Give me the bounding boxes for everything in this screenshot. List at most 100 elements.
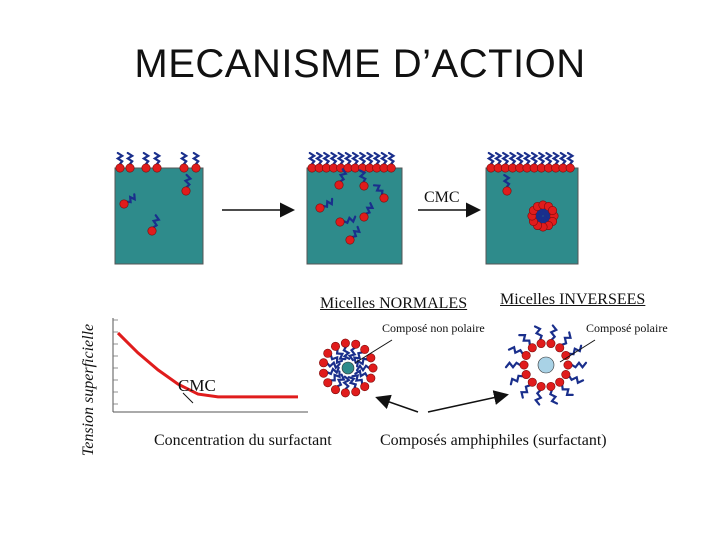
- surfactant-head: [360, 344, 370, 354]
- surfactant-head: [359, 212, 369, 222]
- surfactant-tail: [354, 369, 369, 378]
- surfactant-molecule: [115, 151, 125, 173]
- surfactant-tail: [329, 370, 341, 382]
- surfactant-tail: [542, 209, 551, 219]
- surfactant-head: [368, 363, 378, 373]
- surfactant-tail: [342, 346, 351, 360]
- surfactant-head: [179, 163, 189, 173]
- surfactant-tail: [533, 389, 543, 406]
- surface-surfactants-3: [486, 151, 575, 173]
- surfactant-tail: [544, 151, 553, 166]
- surfactant-head: [502, 186, 512, 196]
- surfactant-head: [315, 203, 325, 213]
- surfactant-tail: [372, 151, 382, 166]
- surfactant-tail: [342, 375, 351, 390]
- surfactant-tail: [329, 354, 344, 365]
- surfactant-tail: [343, 151, 353, 166]
- surfactant-head: [546, 381, 556, 391]
- surfactant-head: [563, 360, 573, 370]
- surface-surfactants-2: [307, 151, 396, 173]
- surfactant-molecule: [125, 151, 135, 173]
- surfactant-tail: [549, 324, 559, 341]
- surfactant-molecule: [141, 151, 151, 173]
- compose-non-polaire-label: Composé non polaire: [382, 321, 485, 335]
- surfactant-molecule: [354, 369, 376, 383]
- surfactant-head: [555, 343, 565, 353]
- surfactant-tail: [329, 151, 338, 166]
- surfactant-tail: [179, 151, 189, 166]
- surfactant-molecule: [315, 197, 334, 213]
- surfactant-molecule: [323, 348, 344, 365]
- surfactant-tail: [508, 151, 517, 166]
- surfactant-head: [340, 338, 350, 348]
- surfactant-head: [125, 163, 135, 173]
- surfactant-tail: [352, 351, 364, 364]
- x-axis-label: Concentration du surfactant: [154, 432, 332, 449]
- surfactant-molecule: [355, 363, 378, 373]
- cmc-pointer: [182, 392, 194, 404]
- surfactant-head: [345, 235, 355, 245]
- surfactant-molecule: [542, 206, 558, 219]
- surfactant-head: [555, 377, 565, 387]
- surfactant-tail: [379, 151, 389, 166]
- surfactant-molecule: [500, 151, 510, 173]
- surfactant-molecule: [386, 151, 396, 173]
- surfactant-tail: [336, 373, 346, 388]
- nonpolar-pointer: [354, 339, 393, 364]
- surfactant-molecule: [522, 151, 532, 173]
- surfactant-head: [152, 163, 162, 173]
- surfactant-tail: [551, 151, 561, 166]
- surfactant-head: [351, 387, 361, 397]
- surfactant-head: [334, 180, 344, 190]
- surfactant-tail: [549, 389, 559, 405]
- surfactant-tail: [372, 184, 384, 196]
- amphiphile-arrow-left: [375, 394, 419, 413]
- surfactant-molecule: [504, 360, 529, 370]
- surfactant-tail: [335, 348, 347, 361]
- surfactant-head: [323, 348, 333, 358]
- micelle-core: [537, 356, 555, 374]
- surfactant-tail: [537, 151, 546, 166]
- surfactant-tail: [351, 374, 364, 385]
- surfactant-tail: [529, 151, 539, 166]
- surfactant-molecule: [330, 373, 346, 395]
- surfactant-molecule: [345, 225, 361, 245]
- surfactant-tail: [347, 376, 358, 390]
- surfactant-tail: [307, 151, 317, 166]
- surfactant-tail: [565, 151, 575, 166]
- surfactant-molecule: [507, 345, 531, 360]
- surfactant-head: [141, 163, 151, 173]
- surfactant-tail: [520, 384, 531, 399]
- surfactant-head: [119, 199, 129, 209]
- surfactant-molecule: [372, 151, 382, 173]
- surfactant-tail: [115, 151, 125, 166]
- surfactant-head: [319, 368, 329, 378]
- micelles-inverses-label: Micelles INVERSEES: [500, 291, 646, 308]
- surfactant-tail: [350, 151, 360, 166]
- surfactant-molecule: [565, 151, 575, 173]
- surfactant-molecule: [343, 151, 353, 173]
- surfactant-tail: [365, 202, 375, 215]
- surfactant-tail: [568, 375, 585, 385]
- surface-tension-graph: [112, 318, 308, 413]
- surfactant-head: [565, 163, 575, 173]
- surfactant-tail: [502, 174, 511, 189]
- amphiphiles-label: Composés amphiphiles (surfactant): [380, 432, 607, 449]
- cmc-top-label: CMC: [424, 189, 460, 206]
- surfactant-head: [335, 217, 345, 227]
- surfactant-molecule: [509, 370, 531, 386]
- surfactant-tail: [486, 151, 496, 166]
- surfactant-head: [546, 339, 556, 349]
- surfactant-molecule: [563, 360, 588, 370]
- surface-surfactants-1: [115, 151, 201, 173]
- surfactant-tail: [507, 345, 524, 355]
- surfactant-tail: [493, 151, 503, 166]
- surfactant-head: [521, 370, 531, 380]
- surfactant-head: [536, 381, 546, 391]
- surfactant-head: [527, 377, 537, 387]
- surfactant-tail: [558, 151, 568, 166]
- surfactant-molecule: [351, 374, 370, 392]
- beaker-2: [306, 151, 403, 265]
- surfactant-tail: [151, 214, 161, 229]
- surfactant-molecule: [340, 375, 351, 398]
